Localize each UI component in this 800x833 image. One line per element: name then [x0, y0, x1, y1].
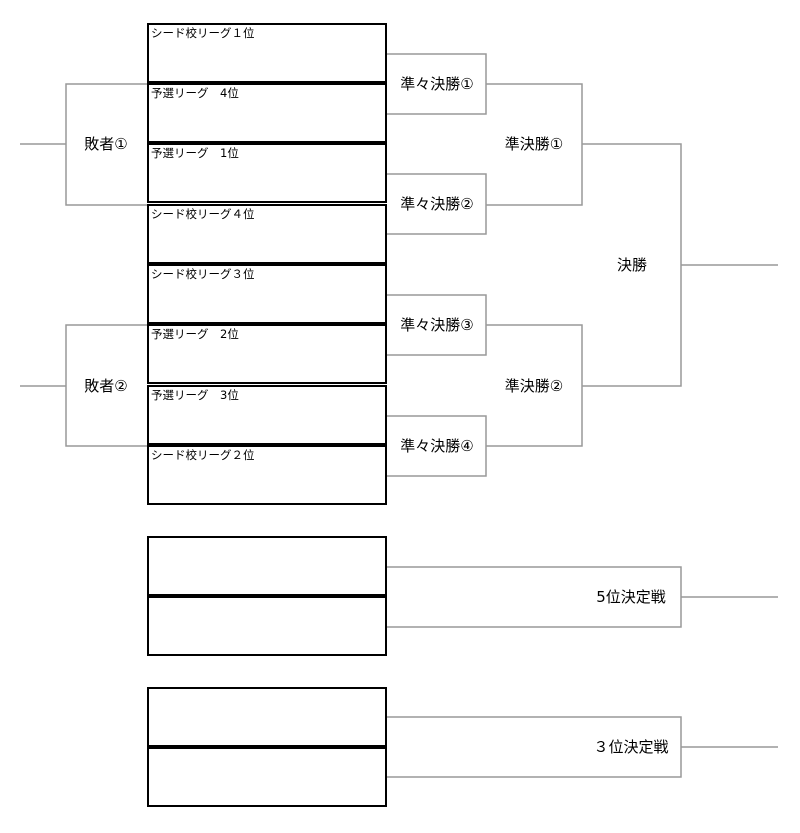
quarterfinal-1-label: 準々決勝① [400, 75, 474, 93]
team-slot-label: 予選リーグ 1位 [151, 146, 239, 160]
team-slot-prelim-league-3rd: 予選リーグ 3位 [147, 385, 387, 445]
quarterfinal-3-label: 準々決勝③ [400, 316, 474, 334]
team-slot-prelim-league-2nd: 予選リーグ 2位 [147, 324, 387, 384]
semifinal-2-label: 準決勝② [504, 377, 564, 395]
loser2-label: 敗者② [84, 377, 128, 395]
connector-fifth [387, 566, 778, 628]
loser1-label: 敗者① [84, 135, 128, 153]
team-slot-label: シード校リーグ１位 [151, 26, 255, 40]
team-slot-prelim-league-1st: 予選リーグ 1位 [147, 143, 387, 203]
third-place-label: ３位決定戦 [593, 738, 669, 756]
third-place-slot-1 [147, 687, 387, 747]
fifth-place-slot-2 [147, 596, 387, 656]
team-slot-label: 予選リーグ 2位 [151, 327, 239, 341]
team-slot-label: 予選リーグ 4位 [151, 86, 239, 100]
connector-loser1 [20, 83, 147, 206]
third-place-slot-2 [147, 747, 387, 807]
team-slot-label: シード校リーグ４位 [151, 207, 255, 221]
connector-final [582, 143, 778, 387]
semifinal-1-label: 準決勝① [504, 135, 564, 153]
team-slot-seed-league-3rd: シード校リーグ３位 [147, 264, 387, 324]
quarterfinal-2-label: 準々決勝② [400, 195, 474, 213]
final-label: 決勝 [616, 256, 648, 274]
connector-qf2 [387, 173, 487, 235]
team-slot-label: 予選リーグ 3位 [151, 388, 239, 402]
team-slot-label: シード校リーグ２位 [151, 448, 255, 462]
fifth-place-slot-1 [147, 536, 387, 596]
team-slot-label: シード校リーグ３位 [151, 267, 255, 281]
quarterfinal-4-label: 準々決勝④ [400, 437, 474, 455]
fifth-place-label: 5位決定戦 [596, 588, 666, 606]
team-slot-seed-league-4th: シード校リーグ４位 [147, 204, 387, 264]
team-slot-seed-league-2nd: シード校リーグ２位 [147, 445, 387, 505]
connector-loser2 [20, 324, 147, 447]
team-slot-seed-league-1st: シード校リーグ１位 [147, 23, 387, 83]
team-slot-prelim-league-4th: 予選リーグ 4位 [147, 83, 387, 143]
connector-third [387, 716, 778, 778]
